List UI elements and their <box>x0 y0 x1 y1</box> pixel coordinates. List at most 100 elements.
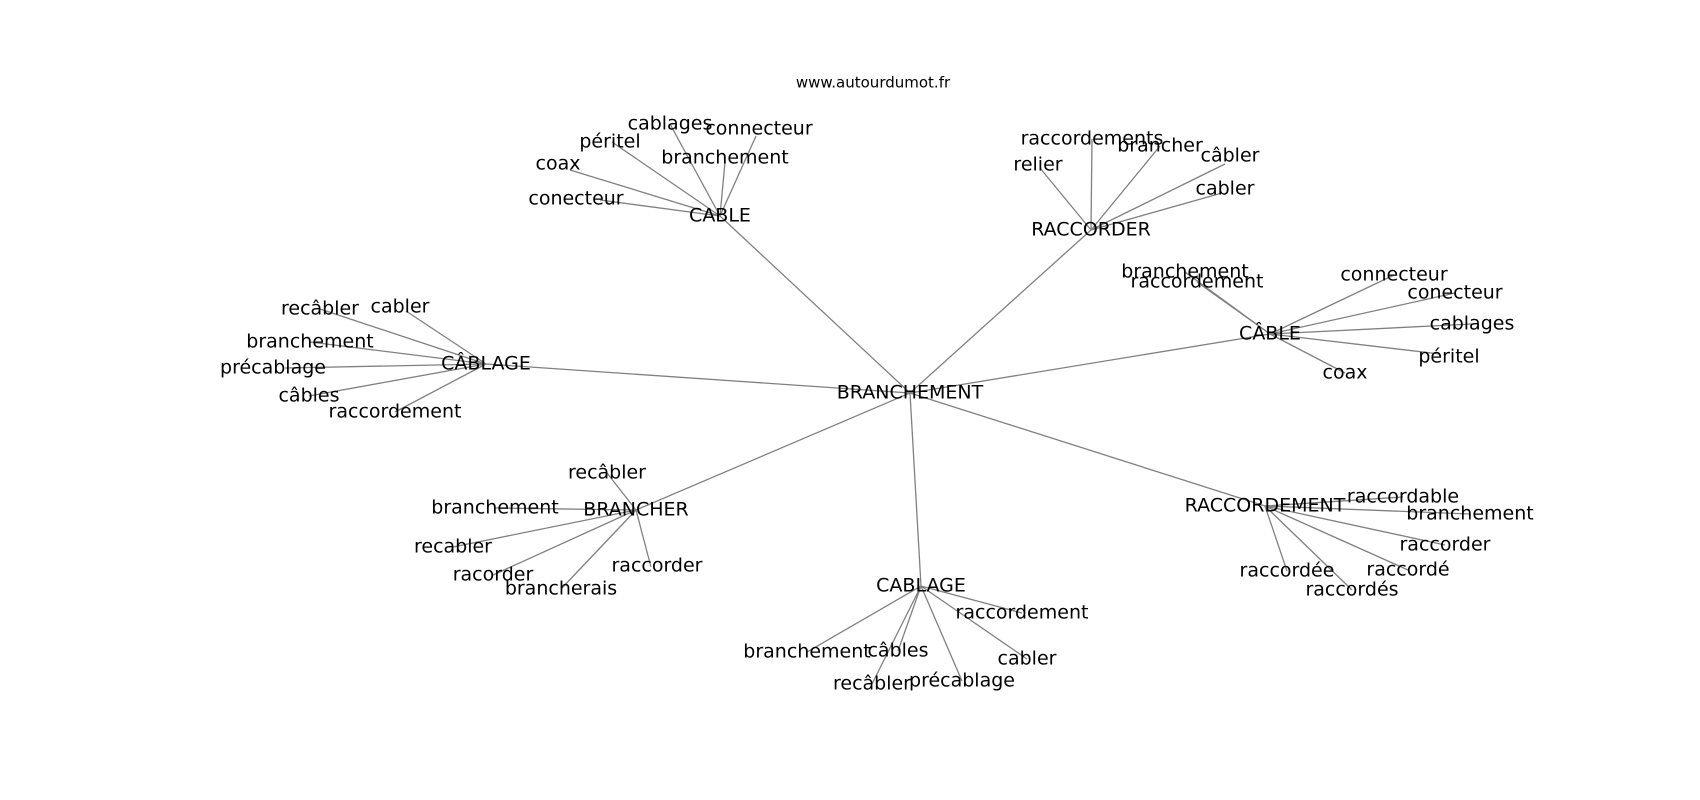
edge-hub-4-leaf-3 <box>492 509 637 576</box>
edge-hub-1-leaf-2 <box>1090 163 1226 231</box>
edge-hub-0-leaf-0 <box>669 123 721 217</box>
leaf-word[interactable]: raccordable <box>1347 486 1459 508</box>
edge-hub-4-leaf-2 <box>452 509 637 548</box>
leaf-word[interactable]: connecteur <box>1340 264 1447 286</box>
edge-hub-2-leaf-6 <box>1269 333 1346 374</box>
edge-center-to-2 <box>909 333 1271 394</box>
edge-hub-3-leaf-5 <box>394 363 487 413</box>
hub-word[interactable]: CÂBLAGE <box>441 352 531 375</box>
leaf-word[interactable]: coax <box>536 153 581 175</box>
center-word[interactable]: BRANCHEMENT <box>837 382 984 404</box>
edge-center-to-3 <box>485 363 911 394</box>
leaf-word[interactable]: raccordé <box>1366 559 1449 581</box>
leaf-word[interactable]: branchement <box>1406 503 1533 525</box>
edge-center-to-5 <box>909 392 1266 507</box>
leaf-word[interactable]: raccordement <box>329 401 462 423</box>
edge-hub-2-leaf-5 <box>1269 333 1441 355</box>
leaf-word[interactable]: recâbler <box>833 673 911 695</box>
leaf-word[interactable]: précablage <box>220 357 326 379</box>
edge-hub-6-leaf-2 <box>897 585 922 652</box>
leaf-word[interactable]: recabler <box>414 536 492 558</box>
edge-hub-3-leaf-4 <box>308 363 487 397</box>
edge-hub-1-leaf-1 <box>1090 145 1161 231</box>
leaf-word[interactable]: racorder <box>453 564 534 586</box>
leaf-word[interactable]: branchement <box>1121 261 1248 283</box>
edge-hub-5-leaf-5 <box>1264 505 1353 591</box>
edge-hub-6-leaf-4 <box>871 585 922 685</box>
leaf-word[interactable]: raccorder <box>1399 534 1490 556</box>
leaf-word[interactable]: coax <box>1323 362 1368 384</box>
leaf-word[interactable]: connecteur <box>705 118 812 140</box>
leaf-word[interactable]: conecteur <box>1407 282 1502 304</box>
leaf-word[interactable]: cabler <box>1196 178 1255 200</box>
edge-hub-5-leaf-3 <box>1264 505 1409 571</box>
hub-word[interactable]: CABLAGE <box>876 575 966 597</box>
edge-hub-4-leaf-1 <box>494 507 637 511</box>
edge-hub-0-leaf-3 <box>719 161 726 217</box>
edge-center-to-0 <box>719 215 911 394</box>
leaf-word[interactable]: raccordements <box>1021 128 1164 150</box>
leaf-word[interactable]: raccordés <box>1305 579 1398 601</box>
edge-hub-1-leaf-0 <box>1090 138 1093 231</box>
leaf-word[interactable]: cabler <box>371 296 430 318</box>
edge-hub-4-leaf-5 <box>635 509 652 568</box>
hub-word[interactable]: RACCORDER <box>1031 219 1151 241</box>
leaf-word[interactable]: raccordement <box>956 602 1089 624</box>
leaf-word[interactable]: câbler <box>1201 145 1260 167</box>
edge-hub-2-leaf-3 <box>1269 292 1456 335</box>
leaf-word[interactable]: brancherais <box>505 578 617 600</box>
leaf-word[interactable]: raccorder <box>611 555 702 577</box>
hub-word[interactable]: RACCORDEMENT <box>1185 495 1346 517</box>
leaf-word[interactable]: raccordement <box>1131 271 1264 293</box>
edge-hub-1-leaf-4 <box>1090 192 1223 231</box>
edge-hub-4-leaf-4 <box>560 509 637 590</box>
edge-hub-2-leaf-4 <box>1269 323 1473 335</box>
edge-hub-3-leaf-2 <box>309 341 487 365</box>
leaf-word[interactable]: branchement <box>431 497 558 519</box>
edge-hub-2-leaf-1 <box>1196 281 1271 335</box>
leaf-word[interactable]: relier <box>1013 154 1062 176</box>
leaf-word[interactable]: branchement <box>743 641 870 663</box>
leaf-word[interactable]: cabler <box>998 648 1057 670</box>
leaf-word[interactable]: câbles <box>278 385 339 407</box>
edge-hub-4-leaf-0 <box>606 472 637 511</box>
leaf-word[interactable]: péritel <box>1418 346 1479 368</box>
leaf-word[interactable]: cablages <box>628 113 713 135</box>
leaf-word[interactable]: branchement <box>661 147 788 169</box>
leaf-word[interactable]: raccordée <box>1240 560 1335 582</box>
leaf-word[interactable]: conecteur <box>528 188 623 210</box>
edge-hub-0-leaf-1 <box>719 135 757 217</box>
edge-hub-6-leaf-0 <box>920 585 1023 614</box>
edge-hub-5-leaf-1 <box>1264 505 1471 515</box>
edge-center-to-4 <box>635 392 911 511</box>
leaf-word[interactable]: cablages <box>1430 313 1515 335</box>
leaf-word[interactable]: péritel <box>579 131 640 153</box>
edge-hub-3-leaf-0 <box>319 308 487 365</box>
site-url: www.autourdumot.fr <box>796 74 951 92</box>
edge-hub-6-leaf-1 <box>806 585 922 653</box>
leaf-word[interactable]: recâbler <box>281 298 359 320</box>
edge-hub-1-leaf-3 <box>1039 167 1092 231</box>
leaf-word[interactable]: recâbler <box>568 462 646 484</box>
edge-hub-3-leaf-1 <box>405 310 487 365</box>
leaf-word[interactable]: câbles <box>867 640 928 662</box>
leaf-word[interactable]: brancher <box>1117 135 1203 157</box>
edge-hub-6-leaf-3 <box>920 585 1028 660</box>
edge-hub-5-leaf-4 <box>1264 505 1288 572</box>
edge-hub-0-leaf-2 <box>611 141 721 217</box>
edge-hub-5-leaf-0 <box>1264 496 1404 507</box>
hub-word[interactable]: BRANCHER <box>583 499 688 521</box>
hub-word[interactable]: CÂBLE <box>1239 322 1301 345</box>
leaf-word[interactable]: branchement <box>246 331 373 353</box>
edge-center-to-6 <box>909 392 922 587</box>
edge-hub-5-leaf-2 <box>1264 505 1446 546</box>
edge-hub-0-leaf-4 <box>569 169 721 217</box>
edge-hub-3-leaf-3 <box>284 363 487 369</box>
leaf-word[interactable]: précablage <box>909 670 1015 692</box>
edge-hub-6-leaf-5 <box>920 585 963 682</box>
hub-word[interactable]: CABLE <box>689 205 751 227</box>
graph-edges <box>284 123 1473 685</box>
graph-labels: www.autourdumot.fr cablagesconnecteurpér… <box>220 74 1534 695</box>
edge-center-to-1 <box>909 229 1092 394</box>
